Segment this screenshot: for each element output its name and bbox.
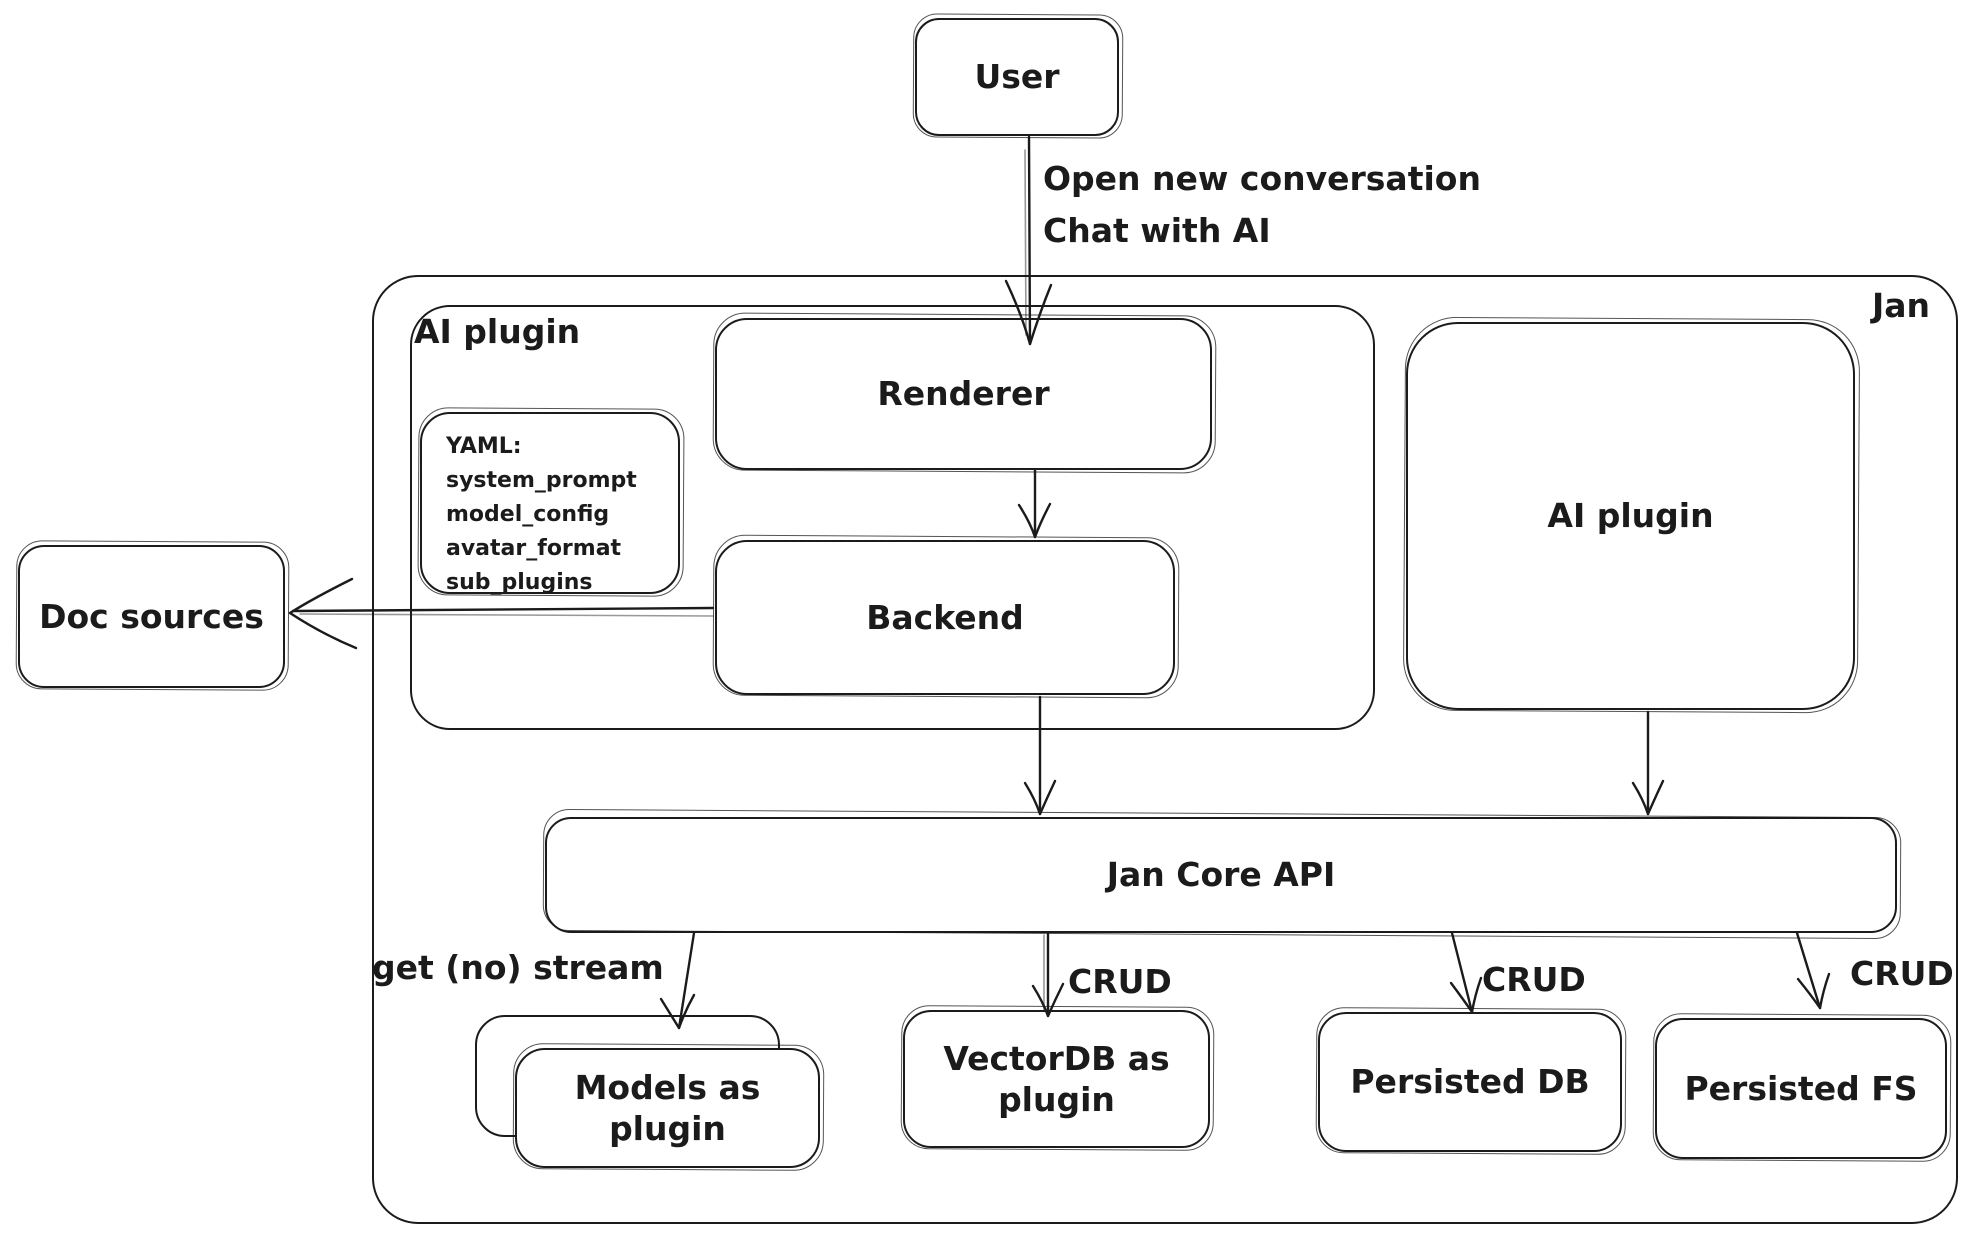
ai-plugin-left-label: AI plugin (414, 312, 581, 351)
node-ai-plugin-right-label: AI plugin (1547, 496, 1714, 536)
yaml-note-line: system_prompt (446, 468, 637, 493)
yaml-note-line: YAML: (446, 434, 522, 459)
node-vectordb-as-plugin-label: VectorDB as plugin (943, 1038, 1170, 1119)
node-backend-label: Backend (866, 597, 1024, 637)
yaml-note: YAML: system_prompt model_config avatar_… (420, 412, 680, 595)
node-jan-core-api: Jan Core API (545, 817, 1897, 933)
arrowhead-left (288, 577, 358, 650)
edge-label-crud-persisted-db: CRUD (1482, 960, 1586, 999)
jan-container (372, 275, 1958, 1224)
node-models-as-plugin-label: Models as plugin (574, 1067, 761, 1148)
node-persisted-fs: Persisted FS (1655, 1018, 1947, 1159)
ai-plugin-left-container (410, 305, 1375, 730)
yaml-note-line: model_config (446, 502, 610, 527)
node-user-label: User (974, 57, 1060, 97)
node-persisted-db-label: Persisted DB (1350, 1062, 1590, 1102)
node-jan-core-api-label: Jan Core API (1106, 855, 1336, 895)
edge-label-line: Chat with AI (1043, 211, 1271, 250)
node-renderer-label: Renderer (877, 374, 1050, 414)
jan-container-label: Jan (1872, 286, 1931, 325)
edge-label-crud-vectordb: CRUD (1068, 962, 1172, 1001)
node-renderer: Renderer (715, 318, 1212, 470)
edge-label-line: Open new conversation (1043, 159, 1481, 198)
node-persisted-fs-label: Persisted FS (1684, 1068, 1918, 1108)
node-doc-sources-label: Doc sources (39, 596, 264, 636)
yaml-note-line: avatar_format (446, 536, 622, 561)
node-persisted-db: Persisted DB (1318, 1012, 1622, 1152)
edge-label-open-conversation: Open new conversation Chat with AI (1043, 153, 1481, 257)
node-backend: Backend (715, 540, 1175, 695)
node-user: User (915, 18, 1119, 136)
node-models-as-plugin: Models as plugin (515, 1048, 820, 1168)
node-vectordb-as-plugin: VectorDB as plugin (903, 1010, 1210, 1148)
yaml-note-line: sub_plugins (446, 570, 593, 595)
edge-label-crud-persisted-fs: CRUD (1850, 954, 1954, 993)
node-doc-sources: Doc sources (18, 545, 285, 688)
node-ai-plugin-right: AI plugin (1406, 322, 1855, 710)
edge-label-get-no-stream: get (no) stream (372, 948, 664, 987)
